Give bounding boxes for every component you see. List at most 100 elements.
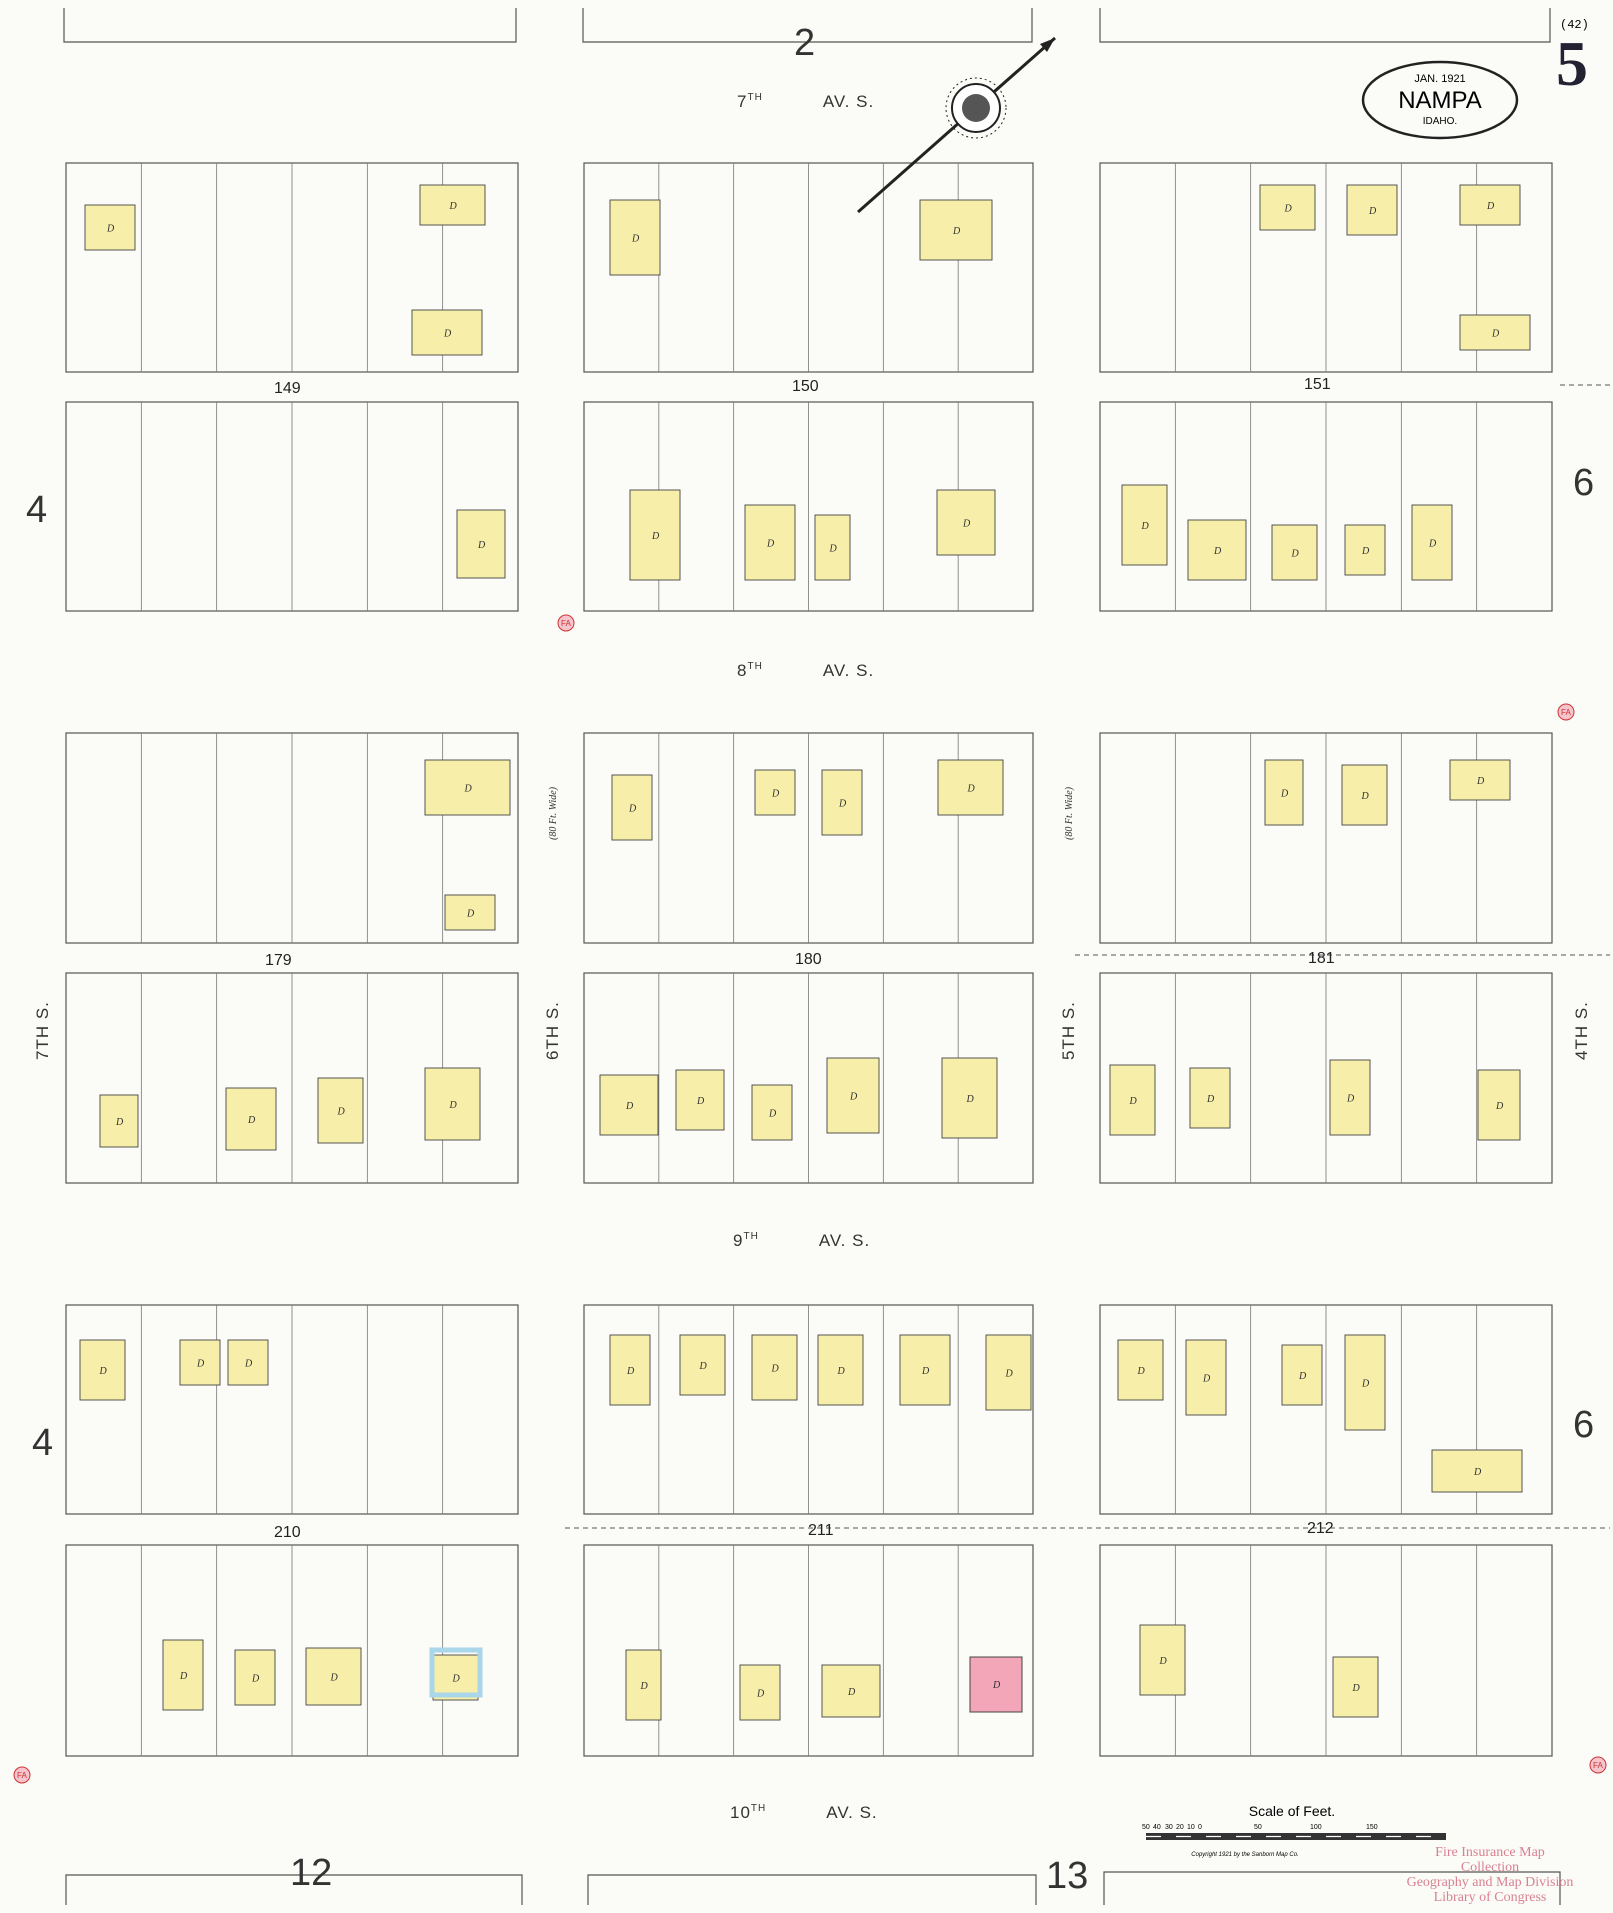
dwelling-mark: D [1361, 791, 1370, 802]
dwelling-mark: D [1495, 1101, 1504, 1112]
dwelling-mark: D [1352, 1683, 1361, 1694]
dwelling-mark: D [631, 234, 640, 245]
dwelling-mark: D [766, 539, 775, 550]
block-number: 179 [265, 952, 292, 969]
block-number: 181 [1308, 950, 1335, 967]
adjoining-sheet-bottom-left: 12 [290, 1852, 332, 1894]
dwelling [744, 504, 796, 581]
adjoining-sheet-right-lower: 6 [1573, 1404, 1594, 1446]
dwelling [1459, 314, 1531, 351]
scale-tick-label: 100 [1310, 1824, 1322, 1831]
dwelling-mark: D [1280, 789, 1289, 800]
dwelling-mark: D [625, 1101, 634, 1112]
dwelling-mark: D [251, 1674, 260, 1685]
dwelling [1185, 1339, 1227, 1416]
fire-alarm-label: FA [1561, 708, 1571, 717]
dwelling-mark: D [771, 1364, 780, 1375]
dwelling [629, 489, 681, 581]
dwelling [919, 199, 993, 261]
scale-tick-label: 30 [1165, 1824, 1173, 1831]
dwelling [444, 894, 496, 931]
dwelling-mark: D [640, 1681, 649, 1692]
dwelling-mark: D [330, 1673, 339, 1684]
dwelling-mark: D [962, 519, 971, 530]
dwelling-mark: D [337, 1107, 346, 1118]
street-6th-s: 6TH S. [543, 1001, 562, 1060]
dwelling-mark: D [1298, 1371, 1307, 1382]
block-numbers: 149 150 151 179 180 181 210 211 212 [265, 376, 1335, 1541]
dwelling [679, 1334, 726, 1396]
dwelling-mark: D [452, 1674, 461, 1685]
dwelling [751, 1084, 793, 1141]
state-name: IDAHO. [1423, 116, 1457, 127]
dwelling-mark: D [921, 1366, 930, 1377]
dwelling-mark: D [699, 1361, 708, 1372]
sheet-page-number: 5 [1556, 28, 1588, 99]
dwelling [625, 1649, 662, 1721]
dwelling [317, 1077, 364, 1144]
dwelling-mark: D [1159, 1656, 1168, 1667]
scale-tick-label: 10 [1187, 1824, 1195, 1831]
map-date: JAN. 1921 [1414, 73, 1465, 85]
dwelling-mark: D [1129, 1096, 1138, 1107]
dwelling [936, 489, 996, 556]
dwelling-mark: D [829, 544, 838, 555]
block-number: 211 [808, 1522, 834, 1539]
dwelling [754, 769, 796, 816]
brick-building-mark: D [992, 1680, 1001, 1691]
city-name: NAMPA [1398, 87, 1482, 114]
dwelling [1344, 1334, 1386, 1431]
adjoining-sheet-left-lower: 4 [32, 1422, 53, 1464]
dwelling-mark: D [837, 1366, 846, 1377]
dwelling [1281, 1344, 1323, 1406]
dwelling [1117, 1339, 1164, 1401]
dwelling [1259, 184, 1316, 231]
fire-alarm-label: FA [561, 619, 571, 628]
adjoining-sheet-left-upper: 4 [26, 489, 47, 531]
dwelling-mark: D [838, 799, 847, 810]
dwelling-mark: D [1291, 549, 1300, 560]
dwelling [99, 1094, 139, 1148]
dwelling-mark: D [244, 1359, 253, 1370]
dwelling-mark: D [247, 1115, 256, 1126]
fire-alarm-label: FA [17, 1771, 27, 1780]
dwelling [985, 1334, 1032, 1411]
dwelling [1332, 1656, 1379, 1718]
dwelling [1264, 759, 1304, 826]
dwelling [899, 1334, 951, 1406]
dwelling [814, 514, 851, 581]
dwelling-mark: D [849, 1092, 858, 1103]
dwelling [1459, 184, 1521, 226]
dwelling-mark: D [443, 329, 452, 340]
dwelling [826, 1057, 880, 1134]
stamp-line: Geography and Map Division [1406, 1875, 1574, 1890]
north-arrow-compass-icon [857, 36, 1056, 214]
dwelling [419, 184, 486, 226]
adjoining-sheet-top: 2 [794, 22, 815, 64]
dwelling-mark: D [756, 1689, 765, 1700]
dwelling [1411, 504, 1453, 581]
dwelling [1139, 1624, 1186, 1696]
dwelling [609, 1334, 651, 1406]
copyright-notice: Copyright 1921 by the Sanborn Map Co. [1191, 1852, 1298, 1858]
street-5th-s: 5TH S. [1059, 1001, 1078, 1060]
dwelling [611, 774, 653, 841]
dwelling-mark: D [1428, 539, 1437, 550]
dwelling [1431, 1449, 1523, 1493]
dwelling-mark: D [1202, 1374, 1211, 1385]
dwelling [411, 309, 483, 356]
dwelling [424, 759, 511, 816]
dwelling-mark: D [449, 1100, 458, 1111]
dwelling-mark: D [696, 1096, 705, 1107]
dwelling [234, 1649, 276, 1706]
dwelling-mark: D [1005, 1369, 1014, 1380]
dwelling-mark: D [768, 1109, 777, 1120]
dwelling-mark: D [1346, 1094, 1355, 1105]
adjoining-sheet-right-upper: 6 [1573, 462, 1594, 504]
stamp-line: Library of Congress [1433, 1890, 1547, 1905]
dwelling [1121, 484, 1168, 566]
